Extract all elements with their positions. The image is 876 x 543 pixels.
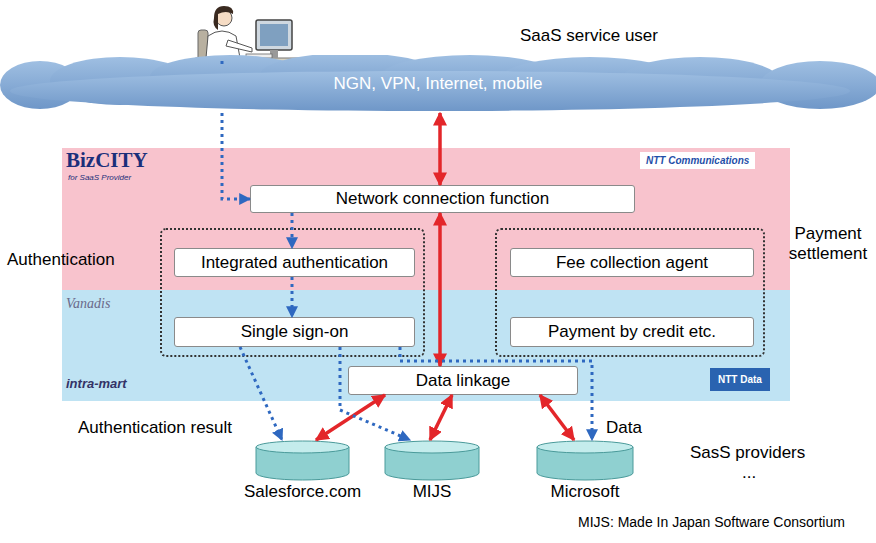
auth-flow-arrow bbox=[240, 347, 282, 440]
group-heading: Authentication bbox=[7, 250, 115, 270]
auth-flow-arrow bbox=[340, 347, 410, 440]
note-label: Data bbox=[606, 418, 642, 438]
note-label: Authentication result bbox=[78, 418, 232, 438]
group-heading: Payment settlement bbox=[785, 224, 871, 264]
logo-text: intra-mart bbox=[66, 376, 127, 391]
box-label: Fee collection agent bbox=[556, 253, 708, 273]
data-flow-arrow bbox=[430, 395, 452, 440]
logo-text: NTT Data bbox=[710, 368, 770, 391]
group-outline: Payment settlementFee collection agentPa… bbox=[495, 228, 765, 357]
data-flow-arrow bbox=[316, 395, 385, 440]
note-label: ... bbox=[742, 463, 756, 483]
box-label: Data linkage bbox=[416, 371, 511, 391]
database-label: Microsoft bbox=[551, 482, 620, 502]
box-label: Payment by credit etc. bbox=[548, 322, 716, 342]
box-label: Network connection function bbox=[336, 189, 550, 209]
network-cloud: NGN, VPN, Internet, mobile bbox=[0, 55, 876, 113]
data-flow-arrow bbox=[438, 213, 442, 366]
database-label: MIJS bbox=[413, 482, 452, 502]
data-flow-arrow bbox=[540, 395, 574, 440]
auth-flow-arrow bbox=[222, 113, 250, 199]
database-node: Microsoft bbox=[536, 440, 634, 480]
process-box: Integrated authentication bbox=[174, 248, 415, 277]
box-label: Integrated authentication bbox=[201, 253, 388, 273]
auth-flow-arrow bbox=[291, 277, 294, 317]
process-box: Single sign-on bbox=[174, 317, 415, 347]
database-cylinder bbox=[384, 440, 480, 480]
database-node: Salesforce.com bbox=[255, 440, 350, 480]
logo-text: BizCITY bbox=[66, 148, 148, 173]
note-label: MIJS: Made In Japan Software Consortium bbox=[578, 514, 845, 530]
network-label: NGN, VPN, Internet, mobile bbox=[334, 74, 543, 94]
process-box: Fee collection agent bbox=[510, 248, 754, 277]
database-node: MIJS bbox=[384, 440, 480, 480]
auth-flow-arrow bbox=[291, 213, 294, 248]
data-flow-arrow bbox=[438, 113, 442, 185]
auth-flow-arrow bbox=[400, 347, 592, 440]
dotted-lead bbox=[221, 60, 224, 64]
process-box: Data linkage bbox=[348, 366, 578, 395]
note-label: SaaS service user bbox=[520, 26, 658, 46]
logo-subtext: for SaaS Provider bbox=[68, 173, 131, 182]
database-cylinder bbox=[255, 440, 350, 480]
logo-text: Vanadis bbox=[66, 296, 110, 312]
box-label: Single sign-on bbox=[241, 322, 349, 342]
note-label: SasS providers bbox=[690, 443, 805, 463]
database-label: Salesforce.com bbox=[244, 482, 361, 502]
database-cylinder bbox=[536, 440, 634, 480]
logo-text: NTT Communications bbox=[640, 152, 755, 169]
process-box: Network connection function bbox=[250, 185, 635, 213]
process-box: Payment by credit etc. bbox=[510, 317, 754, 347]
